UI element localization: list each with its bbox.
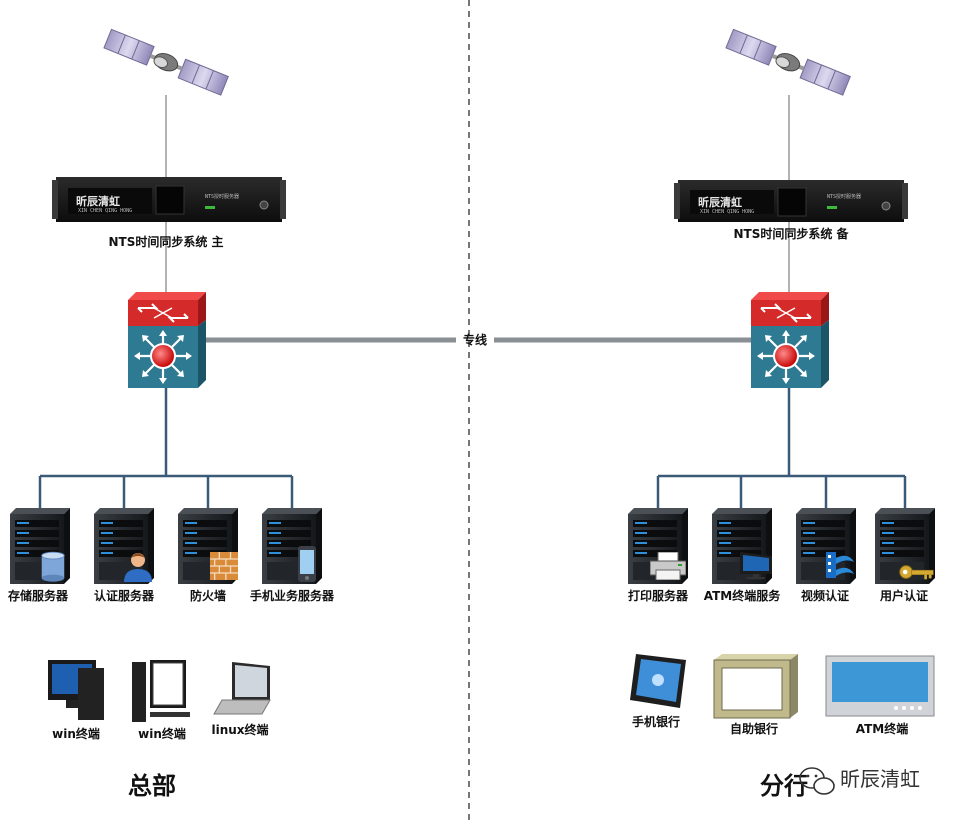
terminal-label: win终端: [52, 726, 100, 741]
terminal-label: linux终端: [211, 722, 268, 737]
panel-text: NTS授时服务器: [205, 193, 239, 200]
desktop-computer-icon: [132, 660, 190, 722]
brand-subtitle: XIN CHEN QING HONG: [700, 209, 754, 215]
wechat-icon: [799, 767, 835, 795]
watermark-text: 昕辰清虹: [840, 767, 920, 791]
terminal-atm: ATM终端: [825, 655, 935, 736]
terminal-label: 自助银行: [730, 721, 778, 736]
brand-logo: 昕辰清虹: [698, 195, 742, 209]
server-label: ATM终端服务: [704, 588, 781, 603]
firewall-brick-icon: [210, 552, 238, 580]
server-label: 防火墙: [190, 588, 226, 603]
server-mobile: 手机业务服务器: [250, 508, 335, 603]
laptop-icon: [213, 662, 271, 715]
kiosk-icon: [713, 654, 798, 719]
server-label: 用户认证: [879, 588, 928, 603]
watermark: 昕辰清虹: [799, 767, 920, 795]
server-storage: 存储服务器: [7, 508, 70, 603]
mobile-phone-icon: [298, 546, 316, 582]
server-print: 打印服务器: [628, 508, 689, 603]
terminal-self-service: 自助银行: [713, 654, 798, 736]
server-video: 视频认证: [796, 508, 856, 603]
headquarters-section: 昕辰清虹 XIN CHEN QING HONG NTS授时服务器 NTS时间同步…: [7, 28, 335, 800]
terminal-label: win终端: [138, 726, 186, 741]
storage-cylinder-icon: [41, 551, 65, 582]
satellite-icon: [103, 28, 229, 96]
terminal-linux: linux终端: [211, 662, 271, 737]
server-label: 打印服务器: [628, 588, 689, 603]
brand-subtitle: XIN CHEN QING HONG: [78, 208, 132, 214]
core-switch-hq: [128, 292, 206, 388]
server-label: 存储服务器: [7, 588, 69, 603]
nts-label-backup: NTS时间同步系统 备: [733, 226, 849, 241]
branch-section: 昕辰清虹 XIN CHEN QING HONG NTS授时服务器 NTS时间同步…: [628, 28, 935, 800]
satellite-icon: [725, 28, 851, 96]
terminal-label: 手机银行: [632, 714, 680, 729]
terminal-label: ATM终端: [856, 721, 908, 736]
server-atm: ATM终端服务: [704, 508, 781, 603]
nts-server-backup: 昕辰清虹 XIN CHEN QING HONG NTS授时服务器: [674, 180, 908, 222]
tablet-icon: [630, 654, 686, 708]
server-user-auth: 用户认证: [875, 508, 935, 603]
server-label: 认证服务器: [94, 588, 155, 603]
server-label: 手机业务服务器: [250, 588, 335, 603]
terminal-win-2: win终端: [132, 660, 190, 741]
terminal-win-1: win终端: [48, 660, 104, 741]
trunk-line: 专线: [203, 332, 752, 347]
trunk-label: 专线: [463, 332, 487, 347]
server-label: 视频认证: [801, 588, 849, 603]
brand-logo: 昕辰清虹: [76, 194, 120, 208]
desktop-computer-icon: [48, 660, 104, 720]
core-switch-branch: [751, 292, 829, 388]
nts-label-primary: NTS时间同步系统 主: [108, 234, 223, 249]
server-firewall: 防火墙: [178, 508, 238, 603]
server-auth: 认证服务器: [94, 508, 155, 603]
atm-screen-icon: [825, 655, 935, 717]
nts-server-primary: 昕辰清虹 XIN CHEN QING HONG NTS授时服务器: [52, 177, 286, 222]
panel-text: NTS授时服务器: [827, 193, 861, 200]
section-title-hq: 总部: [128, 772, 176, 800]
terminal-mobile-banking: 手机银行: [630, 654, 686, 729]
